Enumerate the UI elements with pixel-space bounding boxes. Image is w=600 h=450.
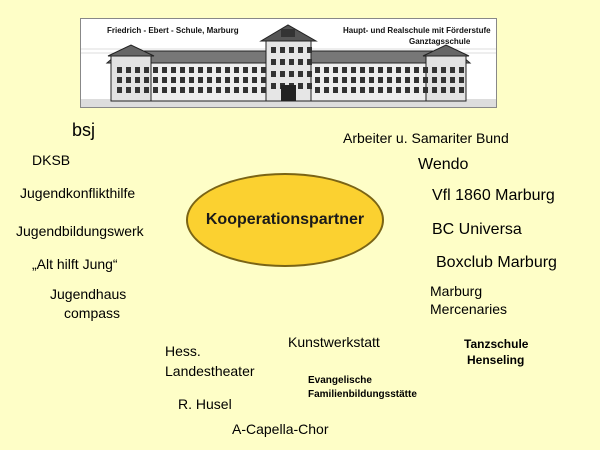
hub-label: Kooperationspartner bbox=[205, 211, 365, 228]
banner-school-name: Friedrich - Ebert - Schule, Marburg bbox=[107, 26, 239, 35]
partner-hess-line2: Landestheater bbox=[165, 363, 255, 379]
partner-bsj: bsj bbox=[72, 120, 96, 140]
partner-dksb: DKSB bbox=[32, 152, 71, 168]
partner-jugendkonflikthilfe: Jugendkonflikthilfe bbox=[20, 185, 136, 201]
partner-bc-universa: BC Universa bbox=[432, 221, 522, 238]
partner-asb: Arbeiter u. Samariter Bund bbox=[343, 130, 509, 146]
partner-jugendbildungswerk: Jugendbildungswerk bbox=[16, 223, 144, 239]
partner-alt-hilft-jung: „Alt hilft Jung“ bbox=[32, 256, 118, 272]
partner-familien-line1: Evangelische bbox=[308, 375, 372, 386]
partner-boxclub: Boxclub Marburg bbox=[436, 254, 557, 271]
partner-tanzschule-line1: Tanzschule bbox=[464, 337, 529, 351]
partner-jugendhaus-line2: compass bbox=[64, 305, 121, 321]
partner-tanzschule-line2: Henseling bbox=[467, 353, 525, 367]
partner-vfl: Vfl 1860 Marburg bbox=[432, 187, 555, 204]
partner-acapella: A-Capella-Chor bbox=[232, 421, 329, 437]
partner-wendo: Wendo bbox=[418, 156, 469, 173]
partner-mercenaries-line1: Marburg bbox=[430, 283, 483, 299]
school-banner-image: Friedrich - Ebert - Schule, Marburg Haup… bbox=[80, 18, 497, 108]
partner-kunstwerkstatt: Kunstwerkstatt bbox=[288, 334, 380, 350]
partner-hess-line1: Hess. bbox=[165, 343, 201, 359]
school-building-drawing bbox=[81, 24, 496, 107]
partner-jugendhaus-line1: Jugendhaus bbox=[50, 286, 127, 302]
banner-school-type: Haupt- und Realschule mit Förderstufe bbox=[343, 26, 491, 35]
banner-school-subtitle: Ganztagsschule bbox=[409, 37, 471, 46]
partner-mercenaries-line2: Mercenaries bbox=[430, 301, 508, 317]
partner-husel: R. Husel bbox=[178, 396, 232, 412]
central-ellipse: Kooperationspartner bbox=[186, 173, 384, 267]
partner-familien-line2: Familienbildungsstätte bbox=[308, 389, 417, 400]
